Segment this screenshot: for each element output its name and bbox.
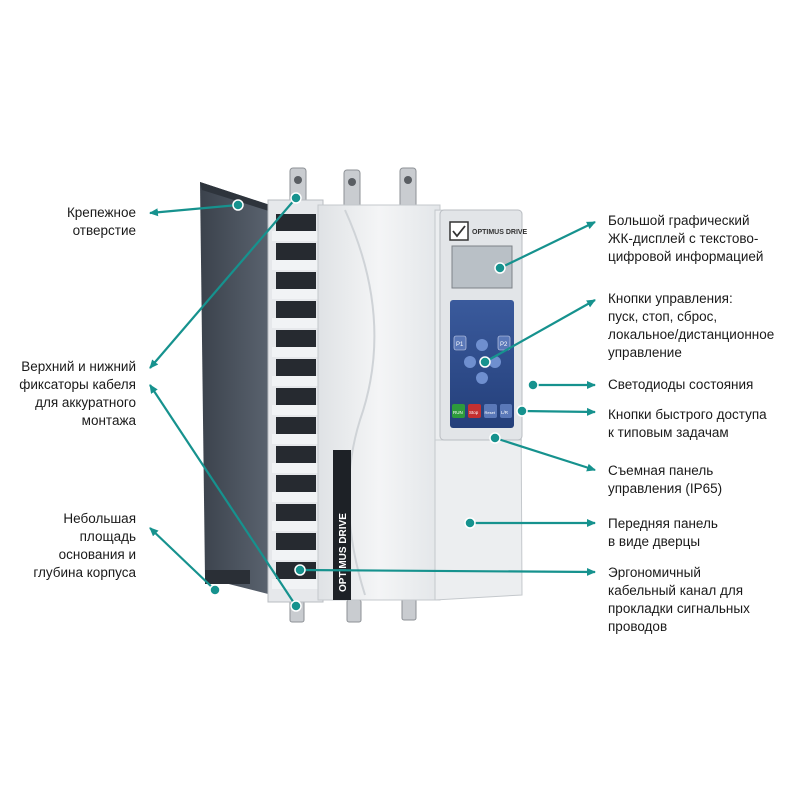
label-line: для аккуратного bbox=[35, 395, 136, 410]
cable-clamp-tab bbox=[272, 376, 320, 386]
key-stop: Stop bbox=[469, 410, 479, 415]
label-mounting-hole: Крепежное отверстие bbox=[67, 204, 136, 240]
callout-mounting-hole bbox=[149, 203, 239, 217]
callout-cable-clamp-bottom bbox=[149, 384, 297, 607]
key-reset: Reset bbox=[485, 410, 496, 415]
cable-clamp-tab bbox=[272, 492, 320, 502]
label-line: монтажа bbox=[81, 413, 136, 428]
label-line: прокладки сигнальных bbox=[608, 601, 750, 616]
label-removable-panel: Съемная панель управления (IP65) bbox=[608, 462, 722, 498]
label-line: в виде дверцы bbox=[608, 534, 701, 549]
callout-lines bbox=[149, 197, 596, 607]
label-small-footprint: Небольшая площадь основания и глубина ко… bbox=[33, 510, 136, 582]
label-line: ЖК-дисплей с текстово- bbox=[608, 231, 759, 246]
key-p1: P1 bbox=[456, 342, 464, 348]
cable-clamp-slot bbox=[276, 359, 316, 376]
cable-clamp-slot bbox=[276, 533, 316, 550]
label-line: Кнопки быстрого доступа bbox=[608, 407, 767, 422]
cable-clamp-slot bbox=[276, 475, 316, 492]
label-line: основания и bbox=[58, 547, 136, 562]
control-panel: OPTIMUS DRIVE P1 P2 RUN Stop Reset L/R bbox=[439, 209, 528, 441]
label-line: площадь bbox=[79, 529, 136, 544]
label-line: Съемная панель bbox=[608, 463, 714, 478]
label-line: глубина корпуса bbox=[33, 565, 136, 580]
label-line: пуск, стоп, сброс, bbox=[608, 309, 718, 324]
label-line: Кнопки управления: bbox=[608, 291, 733, 306]
label-line: отверстие bbox=[72, 223, 136, 238]
cable-clamp-tab bbox=[272, 405, 320, 415]
key-p2: P2 bbox=[500, 342, 508, 348]
cable-clamp-slot bbox=[276, 214, 316, 231]
cable-clamp-slot bbox=[276, 388, 316, 405]
side-brand-text: OPTIMUS DRIVE bbox=[338, 513, 349, 592]
cable-clamp-tab bbox=[272, 318, 320, 328]
label-line: Верхний и нижний bbox=[21, 359, 136, 374]
label-line: проводов bbox=[608, 619, 668, 634]
label-front-door: Передняя панель в виде дверцы bbox=[608, 515, 718, 551]
cable-clamp-tab bbox=[272, 347, 320, 357]
cable-clamp-slot bbox=[276, 243, 316, 260]
callout-lcd bbox=[499, 221, 596, 269]
label-line: локальное/дистанционное bbox=[608, 327, 775, 342]
cable-clamp-slot bbox=[276, 504, 316, 521]
label-line: Передняя панель bbox=[608, 516, 718, 531]
label-line: Эргономичный bbox=[608, 565, 701, 580]
callout-control-buttons bbox=[484, 299, 596, 363]
cable-clamp-tab bbox=[272, 260, 320, 270]
nav-key-left bbox=[464, 356, 476, 368]
label-line: фиксаторы кабеля bbox=[19, 377, 136, 392]
cable-clamp-slot bbox=[276, 301, 316, 318]
callout-cable-channel bbox=[299, 567, 596, 576]
label-line: Небольшая bbox=[63, 511, 136, 526]
nav-key-down bbox=[476, 372, 488, 384]
cable-clamp-slot bbox=[276, 272, 316, 289]
label-line: Крепежное bbox=[66, 205, 136, 220]
label-line: управления (IP65) bbox=[608, 481, 723, 496]
callout-footprint bbox=[149, 527, 216, 591]
label-cable-clamps: Верхний и нижний фиксаторы кабеля для ак… bbox=[19, 358, 136, 430]
cable-clamp-tab bbox=[272, 521, 320, 531]
label-line: цифровой информацией bbox=[608, 249, 764, 264]
cable-clamp-tab bbox=[272, 434, 320, 444]
device-side-panel bbox=[200, 182, 272, 595]
cable-clamp-tab bbox=[272, 289, 320, 299]
callout-removable-panel bbox=[494, 436, 596, 472]
callout-dots bbox=[209, 192, 539, 612]
cable-clamp-tab bbox=[272, 231, 320, 241]
label-cable-channel: Эргономичный кабельный канал для проклад… bbox=[608, 564, 750, 636]
label-status-leds: Светодиоды состояния bbox=[608, 376, 753, 394]
label-line: Большой графический bbox=[608, 213, 750, 228]
key-lr: L/R bbox=[501, 410, 509, 415]
callout-cable-clamp-top bbox=[149, 197, 297, 369]
cable-clamp-column bbox=[267, 199, 324, 603]
label-line: управление bbox=[608, 345, 682, 360]
label-control-buttons: Кнопки управления: пуск, стоп, сброс, ло… bbox=[608, 290, 774, 362]
label-lcd: Большой графический ЖК-дисплей с текстов… bbox=[608, 212, 763, 266]
cable-clamp-tab bbox=[272, 550, 320, 560]
label-line: Светодиоды состояния bbox=[608, 377, 754, 392]
cable-clamp-tab bbox=[272, 579, 320, 589]
panel-brand-text: OPTIMUS DRIVE bbox=[472, 229, 528, 236]
callout-quick-keys bbox=[521, 407, 596, 416]
key-run: RUN bbox=[453, 410, 463, 415]
label-line: к типовым задачам bbox=[608, 425, 729, 440]
cable-clamp-slot bbox=[276, 417, 316, 434]
label-quick-keys: Кнопки быстрого доступа к типовым задача… bbox=[608, 406, 767, 442]
nav-key-up bbox=[476, 339, 488, 351]
cable-clamp-slot bbox=[276, 330, 316, 347]
cable-clamp-tab bbox=[272, 463, 320, 473]
cable-clamp-slot bbox=[276, 446, 316, 463]
label-line: кабельный канал для bbox=[608, 583, 744, 598]
